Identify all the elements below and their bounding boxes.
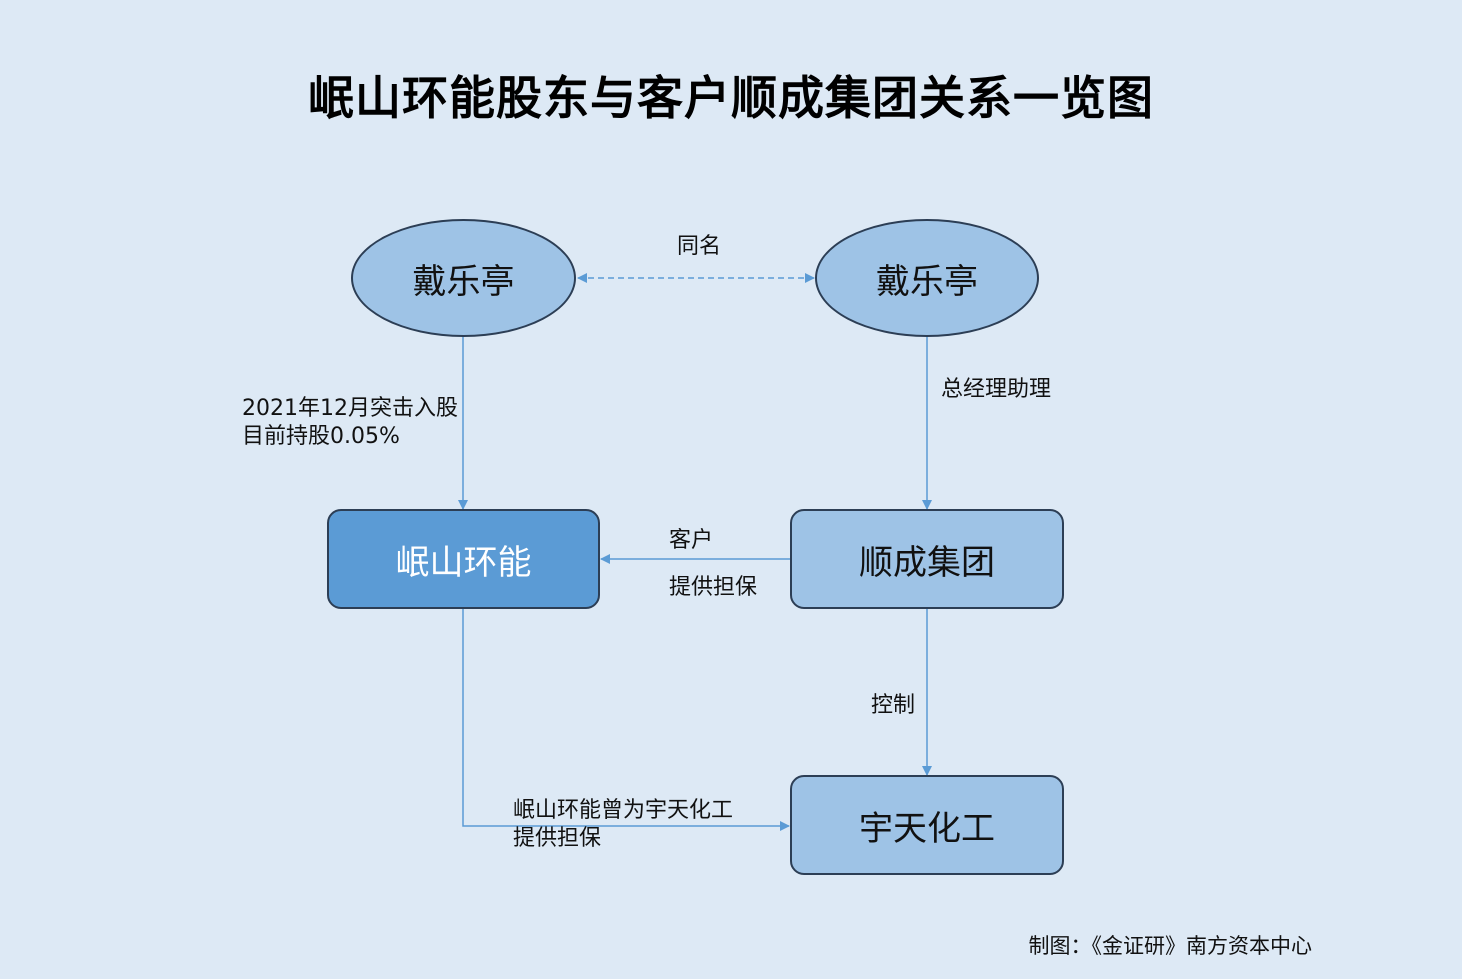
same-name-label: 同名 [677,234,722,259]
yutian-node: 宇天化工 [790,775,1064,875]
person-node-right: 戴乐亭 [815,219,1039,337]
control-label: 控制 [871,693,916,718]
past-guarantee-label-line2: 提供担保 [513,826,602,851]
shuncheng-node-label: 顺成集团 [859,542,995,583]
past-guarantee-connector [462,609,790,831]
stake-label-line1: 2021年12月突击入股 [242,396,458,421]
yutian-node-label: 宇天化工 [859,808,995,849]
stake-label-line2: 目前持股0.05% [242,424,400,449]
chart-credit: 制图：《金证研》南方资本中心 [1028,934,1313,958]
role-label: 总经理助理 [941,377,1052,402]
person-node-left-label: 戴乐亭 [412,261,515,302]
shuncheng-node: 顺成集团 [790,509,1064,609]
person-node-right-label: 戴乐亭 [876,261,978,302]
minshan-node-label: 岷山环能 [395,542,532,583]
person-node-left: 戴乐亭 [351,219,576,337]
past-guarantee-label-line1: 岷山环能曾为宇天化工 [513,798,734,823]
customer-label: 客户 [669,528,714,553]
guarantee-label: 提供担保 [669,575,758,600]
diagram-title: 岷山环能股东与客户顺成集团关系一览图 [308,71,1154,125]
minshan-node: 岷山环能 [327,509,600,609]
